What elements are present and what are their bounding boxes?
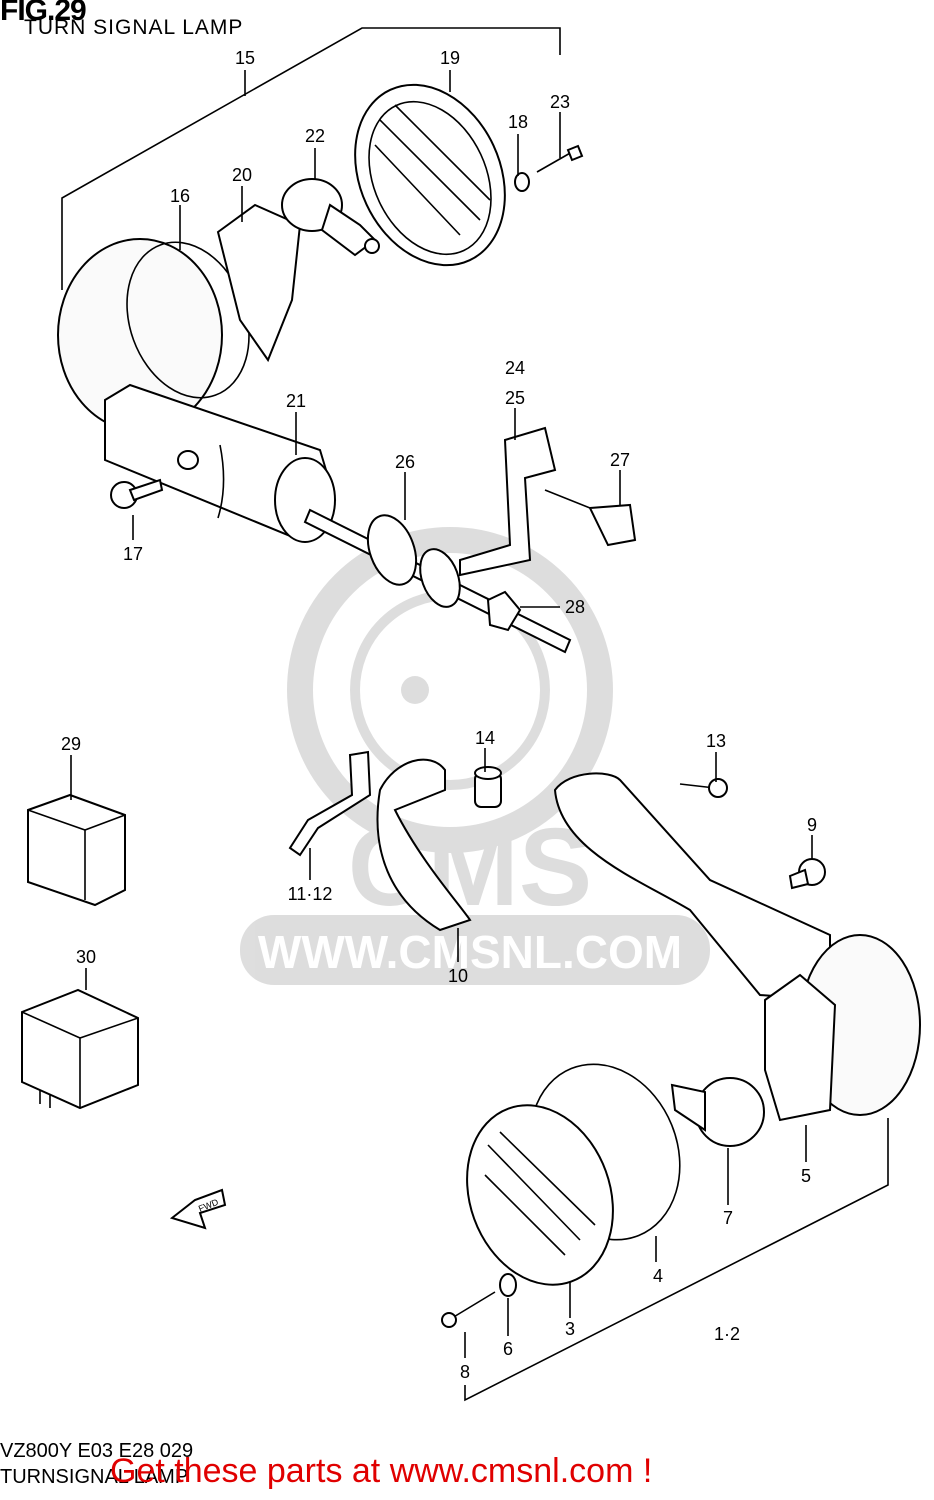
lens-upper: [354, 83, 506, 267]
callout-16: 16: [170, 186, 190, 206]
leader-lines: [70, 70, 813, 1358]
part-group-name: TURNSIGNAL LAMP: [0, 1466, 189, 1488]
lens-lower: [466, 1104, 614, 1286]
cover-10: [376, 758, 472, 932]
mounting-stud-upper: [303, 508, 572, 654]
callout-18: 18: [508, 112, 528, 132]
bulb-socket-upper: [216, 203, 302, 363]
callout-9: 9: [807, 815, 817, 835]
relay-29: [27, 793, 126, 907]
promo-link[interactable]: Get these parts at www.cmsnl.com !: [110, 1452, 653, 1490]
bracket-11-12: [288, 750, 372, 857]
callout-27: 27: [610, 450, 630, 470]
callout-7: 7: [723, 1208, 733, 1228]
screw-17: [110, 478, 164, 509]
callout-6: 6: [503, 1339, 513, 1359]
bulb-upper: [281, 178, 380, 257]
bolt-27: [544, 489, 637, 547]
callout-24: 24: [505, 358, 525, 378]
callout-labels: 15 19 23 18 22 20 16 24 25 21 26 27 17 2…: [61, 48, 817, 1382]
figure-subtitle: TURN SIGNAL LAMP: [24, 16, 244, 39]
washer-18: [514, 172, 530, 192]
callout-1-2: 1·2: [714, 1324, 740, 1344]
screw-23: [536, 144, 584, 173]
callout-15: 15: [235, 48, 255, 68]
lamp-housing-upper: [57, 238, 337, 543]
screw-13: [679, 778, 728, 798]
callout-4: 4: [653, 1266, 663, 1286]
callout-5: 5: [801, 1166, 811, 1186]
fwd-direction-arrow: FWD: [169, 1188, 227, 1230]
callout-10: 10: [448, 966, 468, 986]
bulb-socket-lower: [764, 973, 837, 1122]
relay-30: [21, 988, 139, 1110]
bracket-lower-assembly: [464, 1118, 889, 1402]
callout-25: 25: [505, 388, 525, 408]
model-code: VZ800Y E03 E28 029: [0, 1440, 194, 1462]
callout-23: 23: [550, 92, 570, 112]
callout-13: 13: [706, 731, 726, 751]
washer-6: [499, 1273, 517, 1297]
callout-19: 19: [440, 48, 460, 68]
spacer-14: [474, 766, 502, 808]
screw-9: [788, 858, 826, 890]
mounting-bracket-upper: [459, 426, 557, 577]
callout-20: 20: [232, 165, 252, 185]
callout-3: 3: [565, 1319, 575, 1339]
callout-29: 29: [61, 734, 81, 754]
callout-28: 28: [565, 597, 585, 617]
callout-17: 17: [123, 544, 143, 564]
callout-11-12: 11·12: [288, 884, 333, 904]
callout-8: 8: [460, 1362, 470, 1382]
figure-number: FIG.29: [0, 0, 87, 27]
screw-8: [441, 1291, 496, 1328]
bulb-lower: [670, 1077, 765, 1147]
watermark-url: WWW.CMSNL.COM: [258, 926, 682, 978]
callout-30: 30: [76, 947, 96, 967]
callout-21: 21: [286, 391, 306, 411]
bracket-upper-assembly: [61, 27, 561, 290]
callout-26: 26: [395, 452, 415, 472]
callout-22: 22: [305, 126, 325, 146]
callout-14: 14: [475, 728, 495, 748]
